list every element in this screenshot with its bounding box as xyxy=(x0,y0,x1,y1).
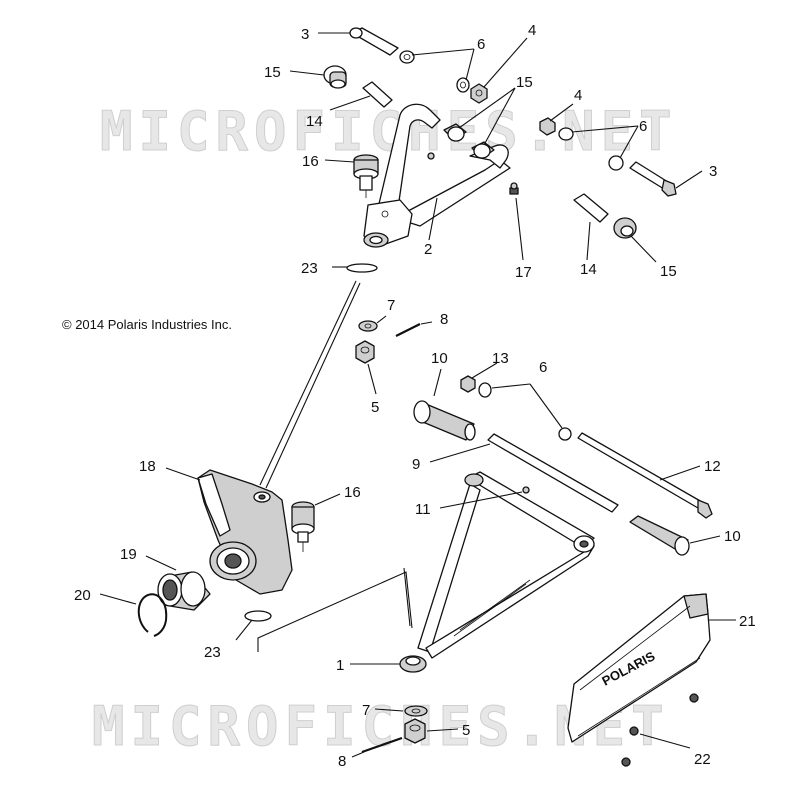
callout-2: 2 xyxy=(424,241,432,258)
callout-12: 12 xyxy=(704,458,721,475)
middle-hardware xyxy=(355,320,713,556)
lower-a-arm-assembly xyxy=(361,471,595,754)
callout-5-bottom: 5 xyxy=(462,722,470,739)
callout-19: 19 xyxy=(120,546,137,563)
part-1-lower-a-arm xyxy=(399,471,595,673)
callout-15-mid: 15 xyxy=(516,74,533,91)
leader-lines-knuckle xyxy=(99,467,413,652)
callout-15-right: 15 xyxy=(660,263,677,280)
part-8-cotter-pin-a xyxy=(395,323,421,337)
part-15-bushing-c xyxy=(613,217,637,239)
copyright-notice: © 2014 Polaris Industries Inc. xyxy=(62,317,232,332)
part-6-washer-d xyxy=(608,155,624,171)
part-7-washer-a xyxy=(358,320,378,332)
callout-4-top: 4 xyxy=(528,22,536,39)
callout-11: 11 xyxy=(415,501,431,518)
callout-7-bottom: 7 xyxy=(362,702,370,719)
part-23-snap-ring-b xyxy=(244,610,272,622)
callout-22: 22 xyxy=(694,751,711,768)
callout-5-mid: 5 xyxy=(371,399,379,416)
callout-1: 1 xyxy=(336,657,344,674)
callout-16-mid: 16 xyxy=(344,484,361,501)
part-23-snap-ring-a xyxy=(346,263,378,273)
leader-lines-guard xyxy=(639,619,736,749)
part-7-washer-b xyxy=(404,705,428,717)
part-6-washer-f xyxy=(558,427,572,441)
callout-23-top: 23 xyxy=(301,260,318,277)
part-6-washer-c xyxy=(558,127,574,141)
callout-14-right: 14 xyxy=(580,261,597,278)
callout-17: 17 xyxy=(515,264,532,281)
callout-16-top: 16 xyxy=(302,153,319,170)
part-5-castle-nut-b xyxy=(404,718,426,744)
part-14-sleeve-a xyxy=(362,81,393,108)
part-19-wheel-bearing xyxy=(157,571,211,611)
callout-18: 18 xyxy=(139,458,156,475)
part-20-retaining-ring xyxy=(137,593,168,637)
part-3-bolt-right xyxy=(629,161,677,197)
part-10-sleeve-b xyxy=(629,515,690,556)
callout-3-top: 3 xyxy=(301,26,309,43)
upper-a-arm-assembly xyxy=(323,27,677,273)
part-15-bushing-b xyxy=(443,123,495,159)
part-13-nut xyxy=(460,375,476,393)
part-10-sleeve-a xyxy=(413,400,476,441)
part-6-washer-e xyxy=(478,382,492,398)
part-4-nut-a xyxy=(470,83,488,104)
callout-8-bottom: 8 xyxy=(338,753,346,770)
callout-10-right: 10 xyxy=(724,528,741,545)
callout-labels: 3 6 4 15 15 14 4 6 16 3 23 2 17 14 15 7 … xyxy=(74,22,756,770)
callout-7-mid: 7 xyxy=(387,297,395,314)
part-9-pivot-tube xyxy=(487,433,619,513)
callout-9: 9 xyxy=(412,456,420,473)
callout-13: 13 xyxy=(492,350,509,367)
part-3-bolt-top xyxy=(349,27,399,56)
part-22-screw xyxy=(621,693,699,767)
part-16-ball-joint-a xyxy=(353,154,379,198)
callout-20: 20 xyxy=(74,587,91,604)
callout-23-bottom: 23 xyxy=(204,644,221,661)
part-15-bushing-a xyxy=(323,65,347,89)
part-2-upper-a-arm xyxy=(363,103,511,248)
callout-4-right: 4 xyxy=(574,87,582,104)
part-14-sleeve-b xyxy=(573,193,609,223)
part-8-cotter-pin-b xyxy=(361,736,403,754)
callout-8-mid: 8 xyxy=(440,311,448,328)
callout-10-top: 10 xyxy=(431,350,448,367)
callout-3-right: 3 xyxy=(709,163,717,180)
part-4-nut-b xyxy=(539,117,556,136)
callout-6-right: 6 xyxy=(639,118,647,135)
callout-15-left: 15 xyxy=(264,64,281,81)
leader-lines-lower xyxy=(350,491,523,758)
callout-6-top: 6 xyxy=(477,36,485,53)
callout-21: 21 xyxy=(739,613,756,630)
part-12-bolt xyxy=(577,432,713,519)
watermark-top: MICROFICHES.NET xyxy=(100,100,678,163)
part-16-ball-joint-b xyxy=(291,501,315,552)
part-17-grease-fitting xyxy=(427,152,519,195)
callout-14-left: 14 xyxy=(306,113,323,130)
part-6-washer-b xyxy=(456,77,470,93)
part-18-steering-knuckle xyxy=(197,469,293,595)
part-5-castle-nut-a xyxy=(355,340,375,364)
callout-6-mid: 6 xyxy=(539,359,547,376)
leader-lines-middle xyxy=(367,315,721,544)
leader-lines-upper xyxy=(259,32,703,489)
part-6-washer-a xyxy=(399,50,415,64)
part-21-a-arm-guard: POLARIS xyxy=(567,593,711,767)
knuckle-assembly xyxy=(137,469,315,637)
